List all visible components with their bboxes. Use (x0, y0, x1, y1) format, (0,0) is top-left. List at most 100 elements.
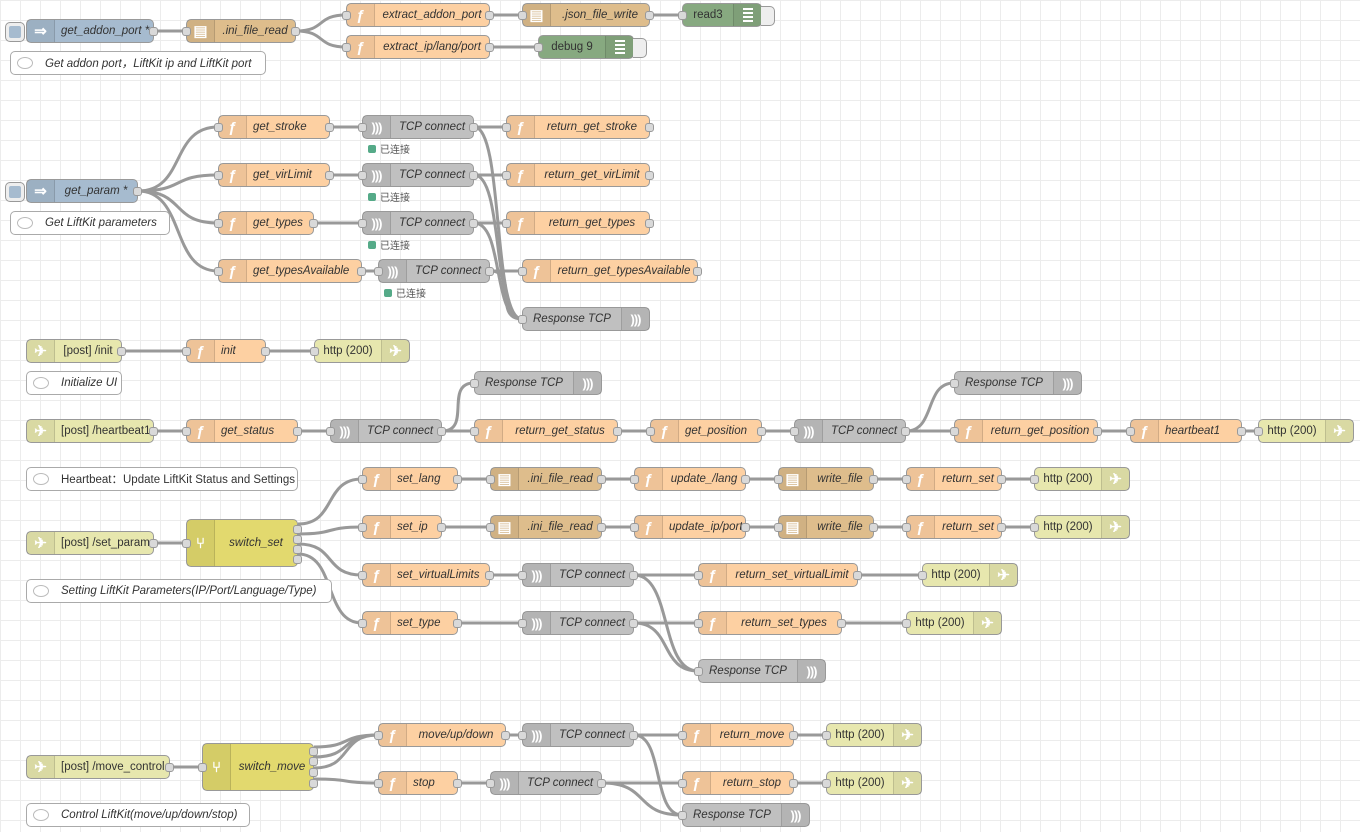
function-node-update-ip-port[interactable]: ƒ update_ip/port (630, 515, 750, 539)
tcp-node-position[interactable]: ))) TCP connect (790, 419, 910, 443)
input-port[interactable] (358, 219, 367, 228)
input-port[interactable] (1030, 523, 1039, 532)
output-port[interactable] (485, 11, 494, 20)
input-port[interactable] (518, 571, 527, 580)
output-port[interactable] (149, 427, 158, 436)
comment-node-flow5[interactable]: Setting LiftKit Parameters(IP/Port/Langu… (26, 579, 332, 603)
output-port[interactable] (261, 347, 270, 356)
tcp-node-set-type[interactable]: ))) TCP connect (518, 611, 638, 635)
input-port[interactable] (630, 523, 639, 532)
output-port[interactable] (853, 571, 862, 580)
output-port[interactable] (901, 427, 910, 436)
input-port[interactable] (694, 667, 703, 676)
output-port[interactable] (629, 571, 638, 580)
input-port[interactable] (950, 379, 959, 388)
output-port[interactable] (357, 267, 366, 276)
input-port[interactable] (822, 779, 831, 788)
output-port[interactable] (309, 747, 318, 756)
file-node-ini-read[interactable]: ▤ .ini_file_read (182, 19, 300, 43)
output-port[interactable] (629, 619, 638, 628)
function-node-return-set-ip[interactable]: ƒ return_set (902, 515, 1006, 539)
comment-node-flow6[interactable]: Control LiftKit(move/up/down/stop) (26, 803, 250, 827)
input-port[interactable] (358, 475, 367, 484)
wire[interactable] (633, 733, 683, 817)
input-port[interactable] (470, 427, 479, 436)
function-node-init[interactable]: ƒ init (182, 339, 270, 363)
input-port[interactable] (214, 171, 223, 180)
output-port[interactable] (869, 475, 878, 484)
http-response-node-init[interactable]: http (200) ✈ (310, 339, 410, 363)
input-port[interactable] (694, 571, 703, 580)
output-port[interactable] (645, 123, 654, 132)
function-node-update-lang[interactable]: ƒ update_/lang (630, 467, 750, 491)
function-node-extract-ip-lang-port[interactable]: ƒ extract_ip/lang/port (342, 35, 494, 59)
tcp-response-node-flow2[interactable]: Response TCP ))) (518, 307, 650, 331)
input-port[interactable] (518, 731, 527, 740)
output-port[interactable] (293, 535, 302, 544)
tcp-node-virlimit[interactable]: ))) TCP connect (358, 163, 478, 187)
http-response-node-heartbeat[interactable]: http (200) ✈ (1254, 419, 1354, 443)
input-port[interactable] (358, 171, 367, 180)
input-port[interactable] (310, 347, 319, 356)
input-port[interactable] (678, 11, 687, 20)
output-port[interactable] (437, 523, 446, 532)
output-port[interactable] (469, 123, 478, 132)
input-port[interactable] (214, 123, 223, 132)
function-node-return-stop[interactable]: ƒ return_stop (678, 771, 798, 795)
input-port[interactable] (326, 427, 335, 436)
output-port[interactable] (149, 539, 158, 548)
output-port[interactable] (693, 267, 702, 276)
output-port[interactable] (597, 523, 606, 532)
tcp-node-virtuallimits[interactable]: ))) TCP connect (518, 563, 638, 587)
tcp-response-node-flow6[interactable]: Response TCP ))) (678, 803, 810, 827)
comment-node-flow4[interactable]: Heartbeat：Update LiftKit Status and Sett… (26, 467, 298, 491)
tcp-response-node-status[interactable]: Response TCP ))) (470, 371, 602, 395)
wire[interactable] (297, 525, 363, 536)
function-node-set-ip[interactable]: ƒ set_ip (358, 515, 446, 539)
input-port[interactable] (374, 731, 383, 740)
inject-trigger-button[interactable] (5, 22, 25, 42)
output-port[interactable] (133, 187, 142, 196)
input-port[interactable] (678, 731, 687, 740)
input-port[interactable] (470, 379, 479, 388)
output-port[interactable] (645, 219, 654, 228)
switch-node-set[interactable]: ⑂ switch_set (182, 519, 302, 567)
tcp-node-typesavailable[interactable]: ))) TCP connect (374, 259, 494, 283)
output-port[interactable] (485, 571, 494, 580)
function-node-set-lang[interactable]: ƒ set_lang (358, 467, 462, 491)
file-node-json-write[interactable]: ▤ .json_file_write (518, 3, 654, 27)
output-port[interactable] (645, 171, 654, 180)
input-port[interactable] (1126, 427, 1135, 436)
wire[interactable] (297, 477, 363, 526)
output-port[interactable] (309, 219, 318, 228)
function-node-get-typesavailable[interactable]: ƒ get_typesAvailable (214, 259, 366, 283)
input-port[interactable] (374, 267, 383, 276)
output-port[interactable] (1237, 427, 1246, 436)
tcp-node-stop[interactable]: ))) TCP connect (486, 771, 606, 795)
http-response-node-set-lang[interactable]: http (200) ✈ (1030, 467, 1130, 491)
function-node-return-get-virlimit[interactable]: ƒ return_get_virLimit (502, 163, 654, 187)
output-port[interactable] (789, 779, 798, 788)
input-port[interactable] (518, 315, 527, 324)
output-port[interactable] (293, 427, 302, 436)
wire[interactable] (601, 781, 683, 817)
input-port[interactable] (342, 43, 351, 52)
wire[interactable] (297, 542, 363, 577)
wire[interactable] (313, 777, 379, 785)
output-port[interactable] (597, 779, 606, 788)
output-port[interactable] (837, 619, 846, 628)
wire[interactable] (441, 381, 475, 433)
input-port[interactable] (790, 427, 799, 436)
function-node-get-stroke[interactable]: ƒ get_stroke (214, 115, 334, 139)
inject-trigger-button[interactable] (5, 182, 25, 202)
function-node-return-get-status[interactable]: ƒ return_get_status (470, 419, 622, 443)
input-port[interactable] (214, 219, 223, 228)
comment-node-flow3[interactable]: Initialize UI (26, 371, 122, 395)
output-port[interactable] (309, 757, 318, 766)
output-port[interactable] (485, 267, 494, 276)
output-port[interactable] (645, 11, 654, 20)
http-response-node-virtuallimit[interactable]: http (200) ✈ (918, 563, 1018, 587)
function-node-get-status[interactable]: ƒ get_status (182, 419, 302, 443)
wire[interactable] (295, 13, 347, 33)
